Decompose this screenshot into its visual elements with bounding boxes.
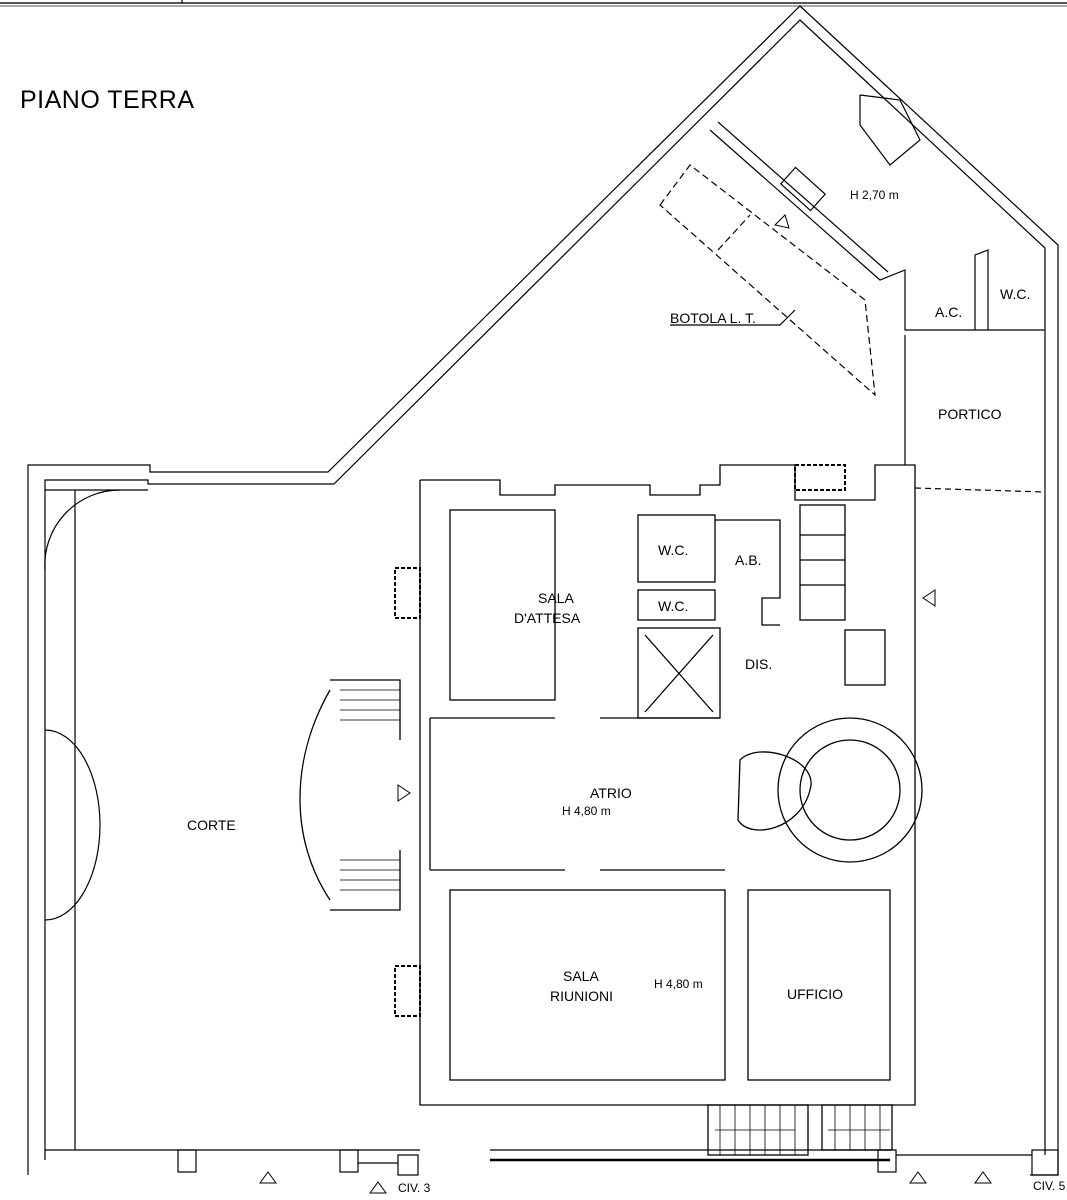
entrance-markers [259,214,992,1194]
room-ac: A.C. [935,304,963,320]
room-ufficio: UFFICIO [787,986,843,1002]
atrio-height: H 4,80 m [562,804,611,818]
room-atrio: ATRIO [590,785,632,801]
room-corte: CORTE [187,817,236,833]
room-portico: PORTICO [938,406,1002,422]
room-wc-2: W.C. [658,598,689,614]
riunioni-height: H 4,80 m [654,977,703,991]
annex-walls [709,94,1046,493]
room-wc-1: W.C. [658,542,689,558]
annex-height: H 2,70 m [850,188,899,202]
main-building-walls [299,464,923,1156]
entrance-civ3: CIV. 3 [398,1181,431,1195]
room-dis: DIS. [745,656,773,672]
botola-hatch [659,164,876,397]
entrance-civ5: CIV. 5 [1033,1179,1066,1193]
botola-label: BOTOLA L. T. [670,310,756,326]
room-sala-riunioni-line1: SALA [563,968,599,984]
room-sala-attesa-line2: D'ATTESA [514,610,581,626]
room-sala-attesa-line1: SALA [538,590,574,606]
page-title: PIANO TERRA [20,86,195,114]
room-sala-riunioni-line2: RIUNIONI [550,988,613,1004]
room-ab: A.B. [735,552,762,568]
spiral-stair [777,717,923,863]
room-wc-annex: W.C. [1000,286,1031,302]
perimeter-wall [27,5,1059,1176]
